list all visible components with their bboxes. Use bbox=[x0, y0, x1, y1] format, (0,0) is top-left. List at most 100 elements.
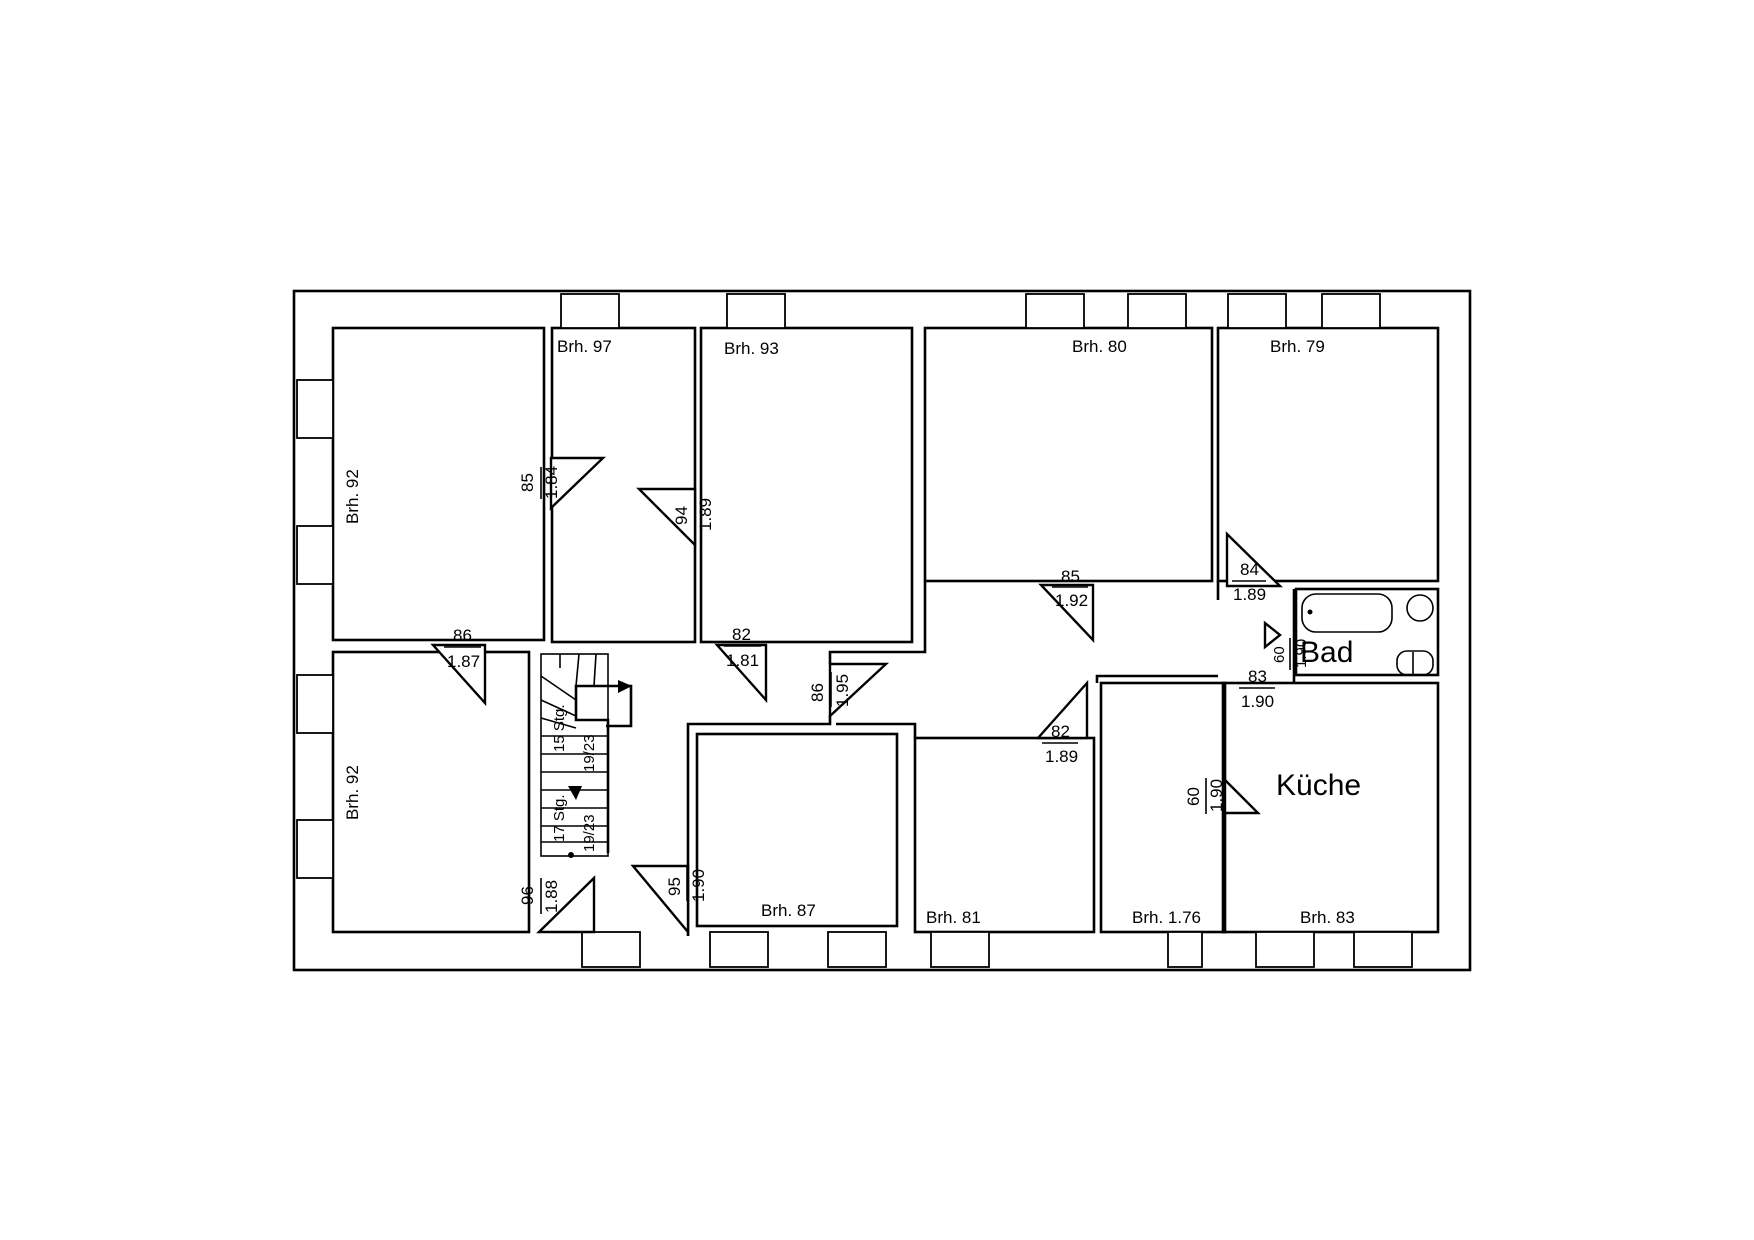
room-3 bbox=[699, 326, 914, 644]
window bbox=[296, 379, 334, 439]
stair-arrow-icon bbox=[618, 680, 632, 693]
room-7 bbox=[695, 732, 899, 928]
stair-start-dot-icon bbox=[568, 852, 574, 858]
bathtub-icon bbox=[1301, 593, 1393, 633]
window bbox=[930, 931, 990, 968]
window bbox=[726, 293, 786, 329]
window bbox=[1255, 931, 1315, 968]
room-6 bbox=[331, 650, 531, 934]
corridor-wall-mid bbox=[836, 722, 917, 738]
window bbox=[560, 293, 620, 329]
door-swings bbox=[430, 456, 1283, 936]
door-swing bbox=[549, 456, 606, 511]
door-height: 1.89 bbox=[1045, 747, 1078, 766]
door-swing bbox=[1225, 531, 1283, 588]
door-width: 60 bbox=[1271, 646, 1288, 663]
stair-steps-label: 15 Stg. bbox=[551, 704, 568, 752]
stair-arrow-icon bbox=[568, 786, 582, 800]
bathtub-drain-icon bbox=[1307, 609, 1313, 615]
door-width: 82 bbox=[732, 625, 751, 644]
door-swing bbox=[1263, 620, 1282, 650]
door-height: 1.87 bbox=[447, 652, 480, 671]
sink-icon bbox=[1406, 594, 1434, 622]
door-width: 96 bbox=[518, 886, 537, 905]
staircase bbox=[540, 653, 633, 858]
room-8 bbox=[913, 736, 1096, 934]
dimension-bars bbox=[444, 467, 1291, 914]
sill-height-label: Brh. 81 bbox=[926, 908, 981, 927]
door-height: 1.90 bbox=[1241, 692, 1274, 711]
door-height: 1.89 bbox=[696, 498, 715, 531]
window bbox=[1167, 931, 1203, 968]
stair-steps-label: 17 Stg. bbox=[551, 794, 568, 842]
window bbox=[296, 525, 334, 585]
room-1 bbox=[331, 326, 546, 642]
door-swing bbox=[828, 662, 890, 719]
door-width: 85 bbox=[1061, 567, 1080, 586]
stair-step bbox=[575, 653, 580, 687]
door-width: 86 bbox=[808, 683, 827, 702]
sill-height-label: Brh. 97 bbox=[557, 337, 612, 356]
door-height: 1.92 bbox=[1055, 591, 1088, 610]
window bbox=[581, 931, 641, 968]
sill-height-label: Brh. 79 bbox=[1270, 337, 1325, 356]
window bbox=[1227, 293, 1287, 329]
stair-step bbox=[540, 717, 577, 729]
toilet-icon bbox=[1396, 650, 1434, 676]
windows bbox=[296, 293, 1413, 968]
sill-height-label: Brh. 92 bbox=[343, 765, 362, 820]
door-swing bbox=[430, 643, 487, 707]
stair-ratio-label: 19/23 bbox=[581, 814, 598, 852]
window bbox=[709, 931, 769, 968]
window bbox=[1321, 293, 1381, 329]
room-4 bbox=[923, 326, 1214, 583]
door-swing bbox=[1035, 679, 1089, 740]
door-height: 1.90 bbox=[1293, 639, 1310, 668]
door-width: 82 bbox=[1051, 722, 1070, 741]
window bbox=[296, 819, 334, 879]
room-label-bad: Bad bbox=[1300, 636, 1353, 669]
door-swing bbox=[536, 875, 596, 934]
door-swing bbox=[630, 864, 690, 936]
room-10-kitchen bbox=[1221, 681, 1440, 934]
door-width: 84 bbox=[1240, 560, 1259, 579]
window bbox=[827, 931, 887, 968]
window bbox=[1025, 293, 1085, 329]
door-swing bbox=[714, 643, 768, 704]
corridor-wall-upper bbox=[828, 581, 927, 664]
door-height: 1.90 bbox=[1207, 779, 1226, 812]
door-height: 1.81 bbox=[726, 651, 759, 670]
door-width: 94 bbox=[672, 506, 691, 525]
sill-height-label: Brh. 92 bbox=[343, 469, 362, 524]
door-height: 1.89 bbox=[1233, 585, 1266, 604]
building-outline bbox=[292, 289, 1472, 972]
stair-step bbox=[540, 699, 577, 717]
sill-height-label: Brh. 93 bbox=[724, 339, 779, 358]
sill-height-label: Brh. 87 bbox=[761, 901, 816, 920]
door-swing bbox=[1038, 583, 1095, 644]
corridor-wall-right bbox=[1095, 674, 1218, 683]
door-width: 60 bbox=[1184, 787, 1203, 806]
door-width: 95 bbox=[665, 877, 684, 896]
door-swing bbox=[1223, 777, 1261, 815]
window bbox=[1353, 931, 1413, 968]
door-height: 1.88 bbox=[542, 880, 561, 913]
room-bathroom bbox=[1294, 587, 1440, 677]
window bbox=[296, 674, 334, 734]
door-height: 1.95 bbox=[833, 674, 852, 707]
room-5 bbox=[1216, 326, 1440, 583]
window bbox=[1127, 293, 1187, 329]
room-label-kueche: Küche bbox=[1276, 769, 1361, 802]
sill-height-label: Brh. 1.76 bbox=[1132, 908, 1201, 927]
door-width: 85 bbox=[518, 473, 537, 492]
door-width: 86 bbox=[453, 626, 472, 645]
sill-height-label: Brh. 83 bbox=[1300, 908, 1355, 927]
bathroom-fixtures bbox=[1301, 593, 1434, 676]
door-width: 83 bbox=[1248, 667, 1267, 686]
door-height: 1.84 bbox=[542, 466, 561, 499]
corridor-wall-left bbox=[686, 715, 832, 936]
door-height: 1.90 bbox=[689, 869, 708, 902]
sill-height-label: Brh. 80 bbox=[1072, 337, 1127, 356]
stair-ratio-label: 19/23 bbox=[581, 734, 598, 772]
